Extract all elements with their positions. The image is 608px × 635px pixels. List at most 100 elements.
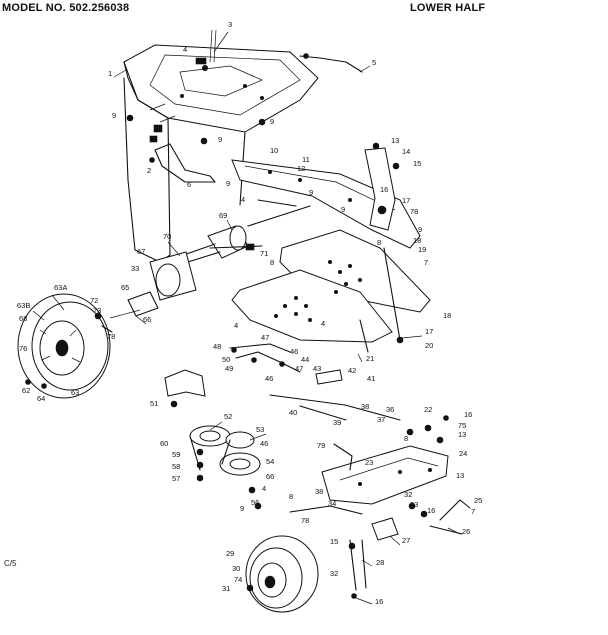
- callout-label: 29: [226, 549, 234, 558]
- callout-label: 24: [459, 449, 467, 458]
- rod-17: [383, 247, 401, 341]
- callout-label: 78: [301, 516, 309, 525]
- callout-label: 26: [462, 527, 470, 536]
- lower-frame-24: [289, 443, 449, 515]
- callout-label: 69: [219, 211, 227, 220]
- callout-label: 22: [424, 405, 432, 414]
- callout-label: 59: [172, 450, 180, 459]
- callout-label: 72: [90, 296, 98, 305]
- callout-label: 44: [301, 355, 309, 364]
- bracket-14: [364, 147, 396, 231]
- callout-label: 15: [413, 159, 421, 168]
- pin-78: [101, 325, 113, 333]
- callout-label: 33: [131, 264, 139, 273]
- link-rod-39: [299, 405, 347, 421]
- callout-label: 4: [321, 319, 325, 328]
- callout-label: 78: [410, 207, 418, 216]
- callout-label: 9: [309, 188, 313, 197]
- callout-label: 56: [251, 498, 259, 507]
- callout-label: 46: [265, 374, 273, 383]
- callout-label: 15: [330, 537, 338, 546]
- callout-label: 40: [289, 408, 297, 417]
- callout-label: 9: [112, 111, 116, 120]
- callout-label: 30: [232, 564, 240, 573]
- callout-label: 42: [348, 366, 356, 375]
- callout-label: 13: [456, 471, 464, 480]
- callout-label: 4: [234, 321, 238, 330]
- callout-label: 4: [183, 45, 187, 54]
- callout-label: 38: [361, 402, 369, 411]
- callout-label: 10: [270, 146, 278, 155]
- callout-label: 58: [172, 462, 180, 471]
- callout-labels: 1234567899999991011121314151617781819469…: [17, 20, 482, 606]
- callout-label: 16: [464, 410, 472, 419]
- bracket-6: [154, 143, 216, 183]
- callout-label: 49: [225, 364, 233, 373]
- callout-label: 7: [471, 507, 475, 516]
- callout-label: 20: [425, 341, 433, 350]
- model-number-heading: MODEL NO. 502.256038: [2, 2, 130, 14]
- callout-label: 13: [458, 430, 466, 439]
- lever-assembly: [229, 343, 343, 385]
- washer-73: [94, 312, 102, 320]
- callout-label: 47: [295, 364, 303, 373]
- frame-housing: [123, 29, 319, 263]
- callout-label: 8: [404, 434, 408, 443]
- callout-label: 63A: [54, 283, 67, 292]
- callout-label: 48: [213, 342, 221, 351]
- motor-69: [174, 225, 263, 267]
- rod-5: [299, 55, 363, 73]
- rear-wheel-63: [17, 293, 111, 399]
- callout-label: 75: [458, 421, 466, 430]
- callout-label: 38: [315, 487, 323, 496]
- footrest-plate-right: [279, 229, 431, 313]
- callout-label: 25: [474, 496, 482, 505]
- callout-label: 9: [240, 504, 244, 513]
- callout-label: 17: [402, 196, 410, 205]
- callout-label: 37: [377, 415, 385, 424]
- callout-label: 51: [150, 399, 158, 408]
- callout-label: 11: [302, 155, 310, 164]
- callout-label: 76: [19, 344, 27, 353]
- callout-label: 43: [313, 364, 321, 373]
- pulley-assembly: [189, 425, 262, 510]
- callout-label: 31: [222, 584, 230, 593]
- callout-label: 33: [410, 500, 418, 509]
- callout-label: 21: [366, 354, 374, 363]
- callout-label: 12: [297, 164, 305, 173]
- callout-label: 14: [402, 147, 410, 156]
- callout-label: 13: [391, 136, 399, 145]
- callout-label: 53: [256, 425, 264, 434]
- callout-label: 73: [93, 306, 101, 315]
- callout-label: 41: [367, 374, 375, 383]
- callout-label: 9: [218, 135, 222, 144]
- corner-note: C/5: [4, 559, 17, 568]
- callout-label: 7: [424, 258, 428, 267]
- callout-label: 16: [427, 506, 435, 515]
- callout-label: 79: [317, 441, 325, 450]
- callout-label: 50: [222, 355, 230, 364]
- callout-label: 66: [266, 472, 274, 481]
- callout-label: 39: [333, 418, 341, 427]
- callout-label: 8: [289, 492, 293, 501]
- callout-label: 34: [328, 499, 336, 508]
- callout-label: 9: [341, 205, 345, 214]
- callout-label: 46: [290, 347, 298, 356]
- callout-label: 32: [330, 569, 338, 578]
- steering-bracket: [371, 499, 471, 541]
- callout-label: 32: [404, 490, 412, 499]
- callout-label: 16: [380, 185, 388, 194]
- callout-label: 1: [108, 69, 112, 78]
- bolt-21: [359, 319, 369, 353]
- callout-label: 52: [224, 412, 232, 421]
- callout-label: 57: [172, 474, 180, 483]
- footrest-plate-left: [231, 269, 393, 343]
- callout-label: 54: [266, 457, 274, 466]
- callout-label: 63B: [17, 301, 30, 310]
- callout-label: 4: [262, 484, 266, 493]
- callout-label: 71: [260, 249, 268, 258]
- section-heading: LOWER HALF: [410, 2, 486, 14]
- callout-label: 19: [418, 245, 426, 254]
- plate-holes: [274, 260, 362, 322]
